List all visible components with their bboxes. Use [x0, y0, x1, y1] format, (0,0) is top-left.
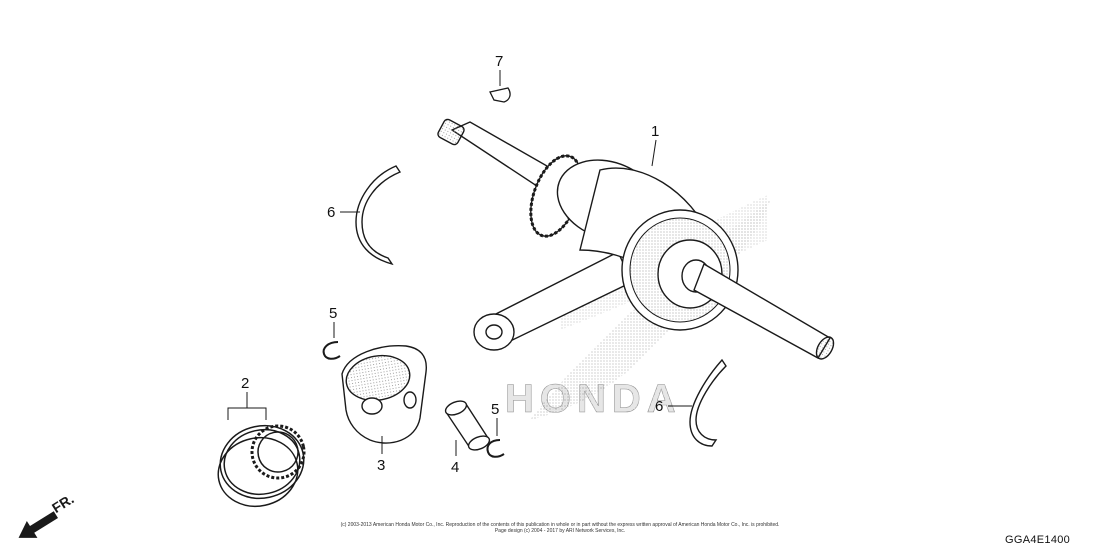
piston-pin-clip-lower[interactable]	[486, 439, 505, 458]
callout-leaders	[227, 70, 692, 456]
callout-piston-ring-set: 2	[241, 375, 249, 392]
callout-piston-pin: 4	[451, 459, 459, 476]
copyright-line-2: Page design (c) 2004 - 2017 by ARI Netwo…	[494, 528, 626, 534]
crank-ring-left[interactable]	[355, 165, 402, 266]
crank-ring-right[interactable]	[689, 358, 727, 447]
copyright-notice: (c) 2003-2013 American Honda Motor Co., …	[300, 522, 820, 534]
copyright-line-1: (c) 2003-2013 American Honda Motor Co., …	[340, 522, 780, 528]
callout-crank-ring-right: 6	[655, 398, 663, 415]
honda-watermark-text: HONDA	[505, 377, 682, 421]
front-arrow-icon	[18, 511, 58, 538]
piston[interactable]	[341, 345, 427, 444]
front-direction-arrow: FR.	[18, 490, 77, 538]
piston-pin[interactable]	[444, 398, 492, 452]
piston-ring-set[interactable]	[212, 418, 311, 514]
woodruff-key[interactable]	[489, 87, 511, 103]
callout-pin-clip-upper: 5	[329, 305, 337, 322]
callout-woodruff-key: 7	[495, 53, 503, 70]
piston-pin-clip-upper[interactable]	[322, 341, 341, 360]
crankshaft[interactable]	[437, 118, 837, 362]
callout-crankshaft: 1	[651, 123, 659, 140]
diagram-code: GGA4E1400	[1005, 534, 1071, 546]
callout-pin-clip-lower: 5	[491, 401, 499, 418]
callout-piston: 3	[377, 457, 385, 474]
callout-crank-ring-left: 6	[327, 204, 335, 221]
